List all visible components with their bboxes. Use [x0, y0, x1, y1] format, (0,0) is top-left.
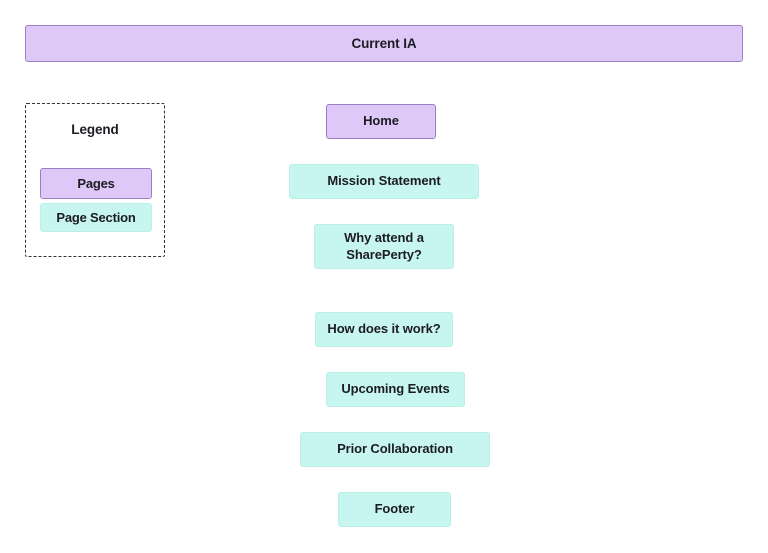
- node-upcoming-events-label: Upcoming Events: [341, 381, 450, 397]
- legend-item-pages: Pages: [40, 168, 152, 199]
- node-mission-statement-label: Mission Statement: [327, 173, 441, 189]
- diagram-title-bar: Current IA: [25, 25, 743, 62]
- node-why-attend-a-shareparty[interactable]: Why attend a SharePerty?: [314, 224, 454, 269]
- node-how-does-it-work-label: How does it work?: [327, 321, 441, 337]
- legend-item-page-section-label: Page Section: [56, 210, 136, 225]
- node-mission-statement[interactable]: Mission Statement: [289, 164, 479, 199]
- node-footer-label: Footer: [374, 501, 415, 517]
- legend-item-pages-label: Pages: [77, 176, 115, 191]
- node-home[interactable]: Home: [326, 104, 436, 139]
- node-prior-collaboration[interactable]: Prior Collaboration: [300, 432, 490, 467]
- node-home-label: Home: [363, 113, 399, 129]
- legend-panel: Legend Pages Page Section: [25, 103, 165, 257]
- legend-item-page-section: Page Section: [40, 203, 152, 232]
- node-how-does-it-work[interactable]: How does it work?: [315, 312, 453, 347]
- node-footer[interactable]: Footer: [338, 492, 451, 527]
- node-why-attend-a-shareparty-label: Why attend a SharePerty?: [344, 230, 424, 262]
- node-upcoming-events[interactable]: Upcoming Events: [326, 372, 465, 407]
- diagram-title-label: Current IA: [351, 36, 417, 51]
- legend-title: Legend: [71, 122, 119, 137]
- node-prior-collaboration-label: Prior Collaboration: [337, 441, 453, 457]
